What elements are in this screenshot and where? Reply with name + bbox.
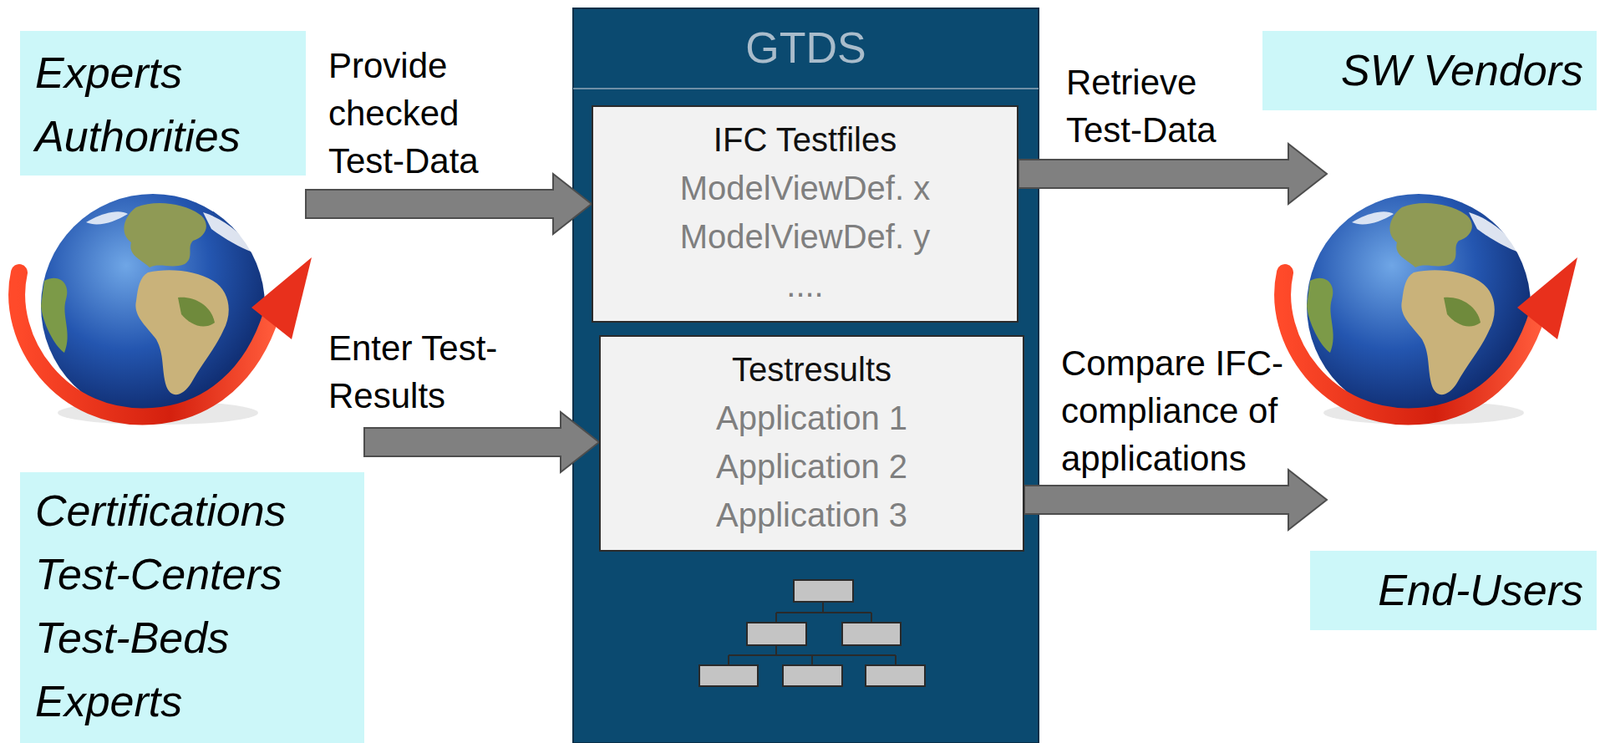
edge-label: Provide checked Test-Data [328, 41, 521, 185]
hierarchy-box [865, 665, 925, 686]
data-box: TestresultsApplication 1Application 2App… [599, 335, 1025, 552]
hierarchy-box [793, 579, 854, 602]
block-arrow [364, 411, 600, 473]
node-title: Certifications Test-Centers Test-Beds Ex… [35, 478, 350, 733]
panel-fill [573, 8, 1039, 743]
node-title: Experts Authorities [35, 40, 291, 168]
system-panel: GTDS IFC TestfilesModelViewDef. xModelVie… [573, 8, 1039, 743]
actor-box: End-Users [1310, 550, 1597, 630]
node-item: Application 2 [607, 441, 1016, 491]
node-title: Testresults [607, 345, 1016, 394]
node-title: End-Users [1323, 557, 1584, 623]
node-title: IFC Testfiles [599, 115, 1011, 164]
node-item: ModelViewDef. x [599, 163, 1011, 213]
actor-box: Certifications Test-Centers Test-Beds Ex… [20, 472, 365, 743]
node-item: ModelViewDef. y [599, 212, 1011, 261]
block-arrow [1024, 469, 1327, 530]
hierarchy-box [699, 665, 758, 686]
node-title: GTDS [573, 8, 1039, 90]
hierarchy-icon [699, 579, 925, 686]
node-title: SW Vendors [1275, 37, 1584, 103]
globe-left [16, 193, 312, 425]
hierarchy-box [782, 665, 843, 686]
edge-label: Compare IFC-compliance of applications [1061, 339, 1337, 483]
block-arrow [1018, 143, 1327, 204]
actor-box: Experts Authorities [20, 30, 306, 176]
node-item: .... [599, 260, 1011, 310]
block-arrow [305, 173, 592, 234]
globe-right [1282, 193, 1578, 425]
hierarchy-box [746, 622, 807, 646]
edge-label: Retrieve Test-Data [1066, 58, 1275, 154]
hierarchy-box [842, 622, 901, 646]
edge-label: Enter Test-Results [328, 324, 554, 420]
node-item: Application 1 [607, 393, 1016, 442]
actor-box: SW Vendors [1262, 30, 1597, 111]
node-item: Application 3 [607, 490, 1016, 539]
data-box: IFC TestfilesModelViewDef. xModelViewDef… [591, 105, 1019, 323]
